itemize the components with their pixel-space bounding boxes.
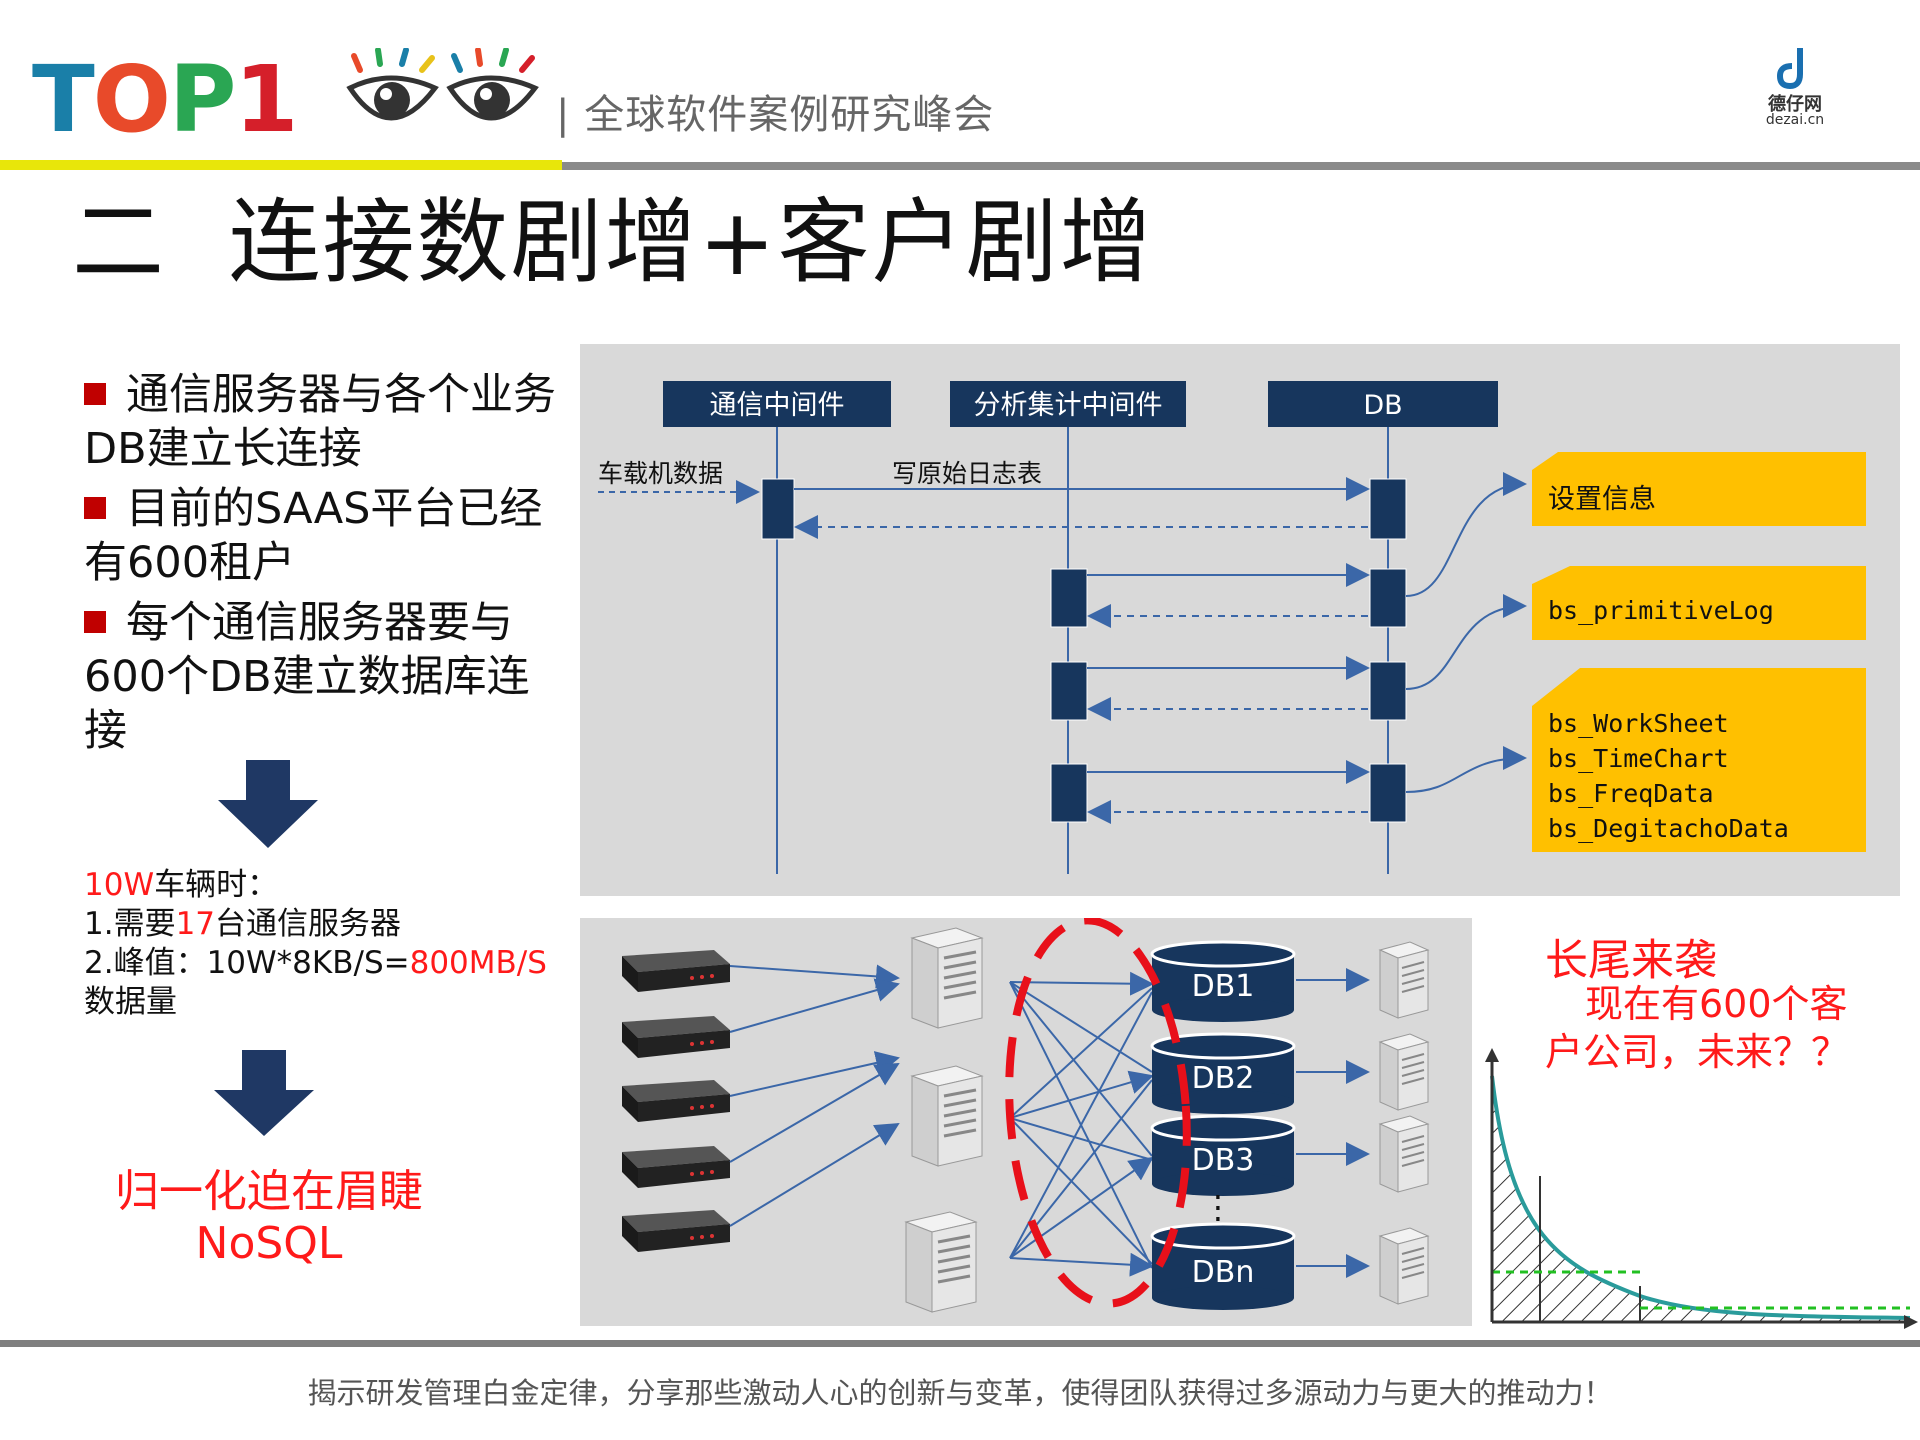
note-setting-info: [1532, 452, 1866, 526]
long-tail-description: 现在有600个客 户公司，未来？？: [1545, 980, 1885, 1076]
stats-peak-suffix: 数据量: [84, 984, 177, 1020]
lane-header-analysis: [950, 381, 1186, 427]
stats-vehicles-value: 10W: [84, 867, 155, 903]
conference-name: | 全球软件案例研究峰会: [556, 92, 995, 138]
app-server-icon: [1379, 1115, 1429, 1193]
note-table-item: bs_FreqData: [1548, 779, 1714, 808]
write-label: 写原始日志表: [892, 459, 1042, 488]
down-arrow-icon: [218, 760, 318, 848]
app-server-icon: [1379, 1033, 1429, 1111]
stats-servers-value: 17: [175, 906, 216, 942]
bullet-item: 每个通信服务器要与600个DB建立数据库连接: [84, 596, 564, 758]
vehicle-terminal-icon: [622, 1016, 730, 1058]
header-divider-accent: [0, 160, 562, 170]
note-primitive-label: bs_primitiveLog: [1548, 596, 1774, 625]
app-server-icon: [1379, 1227, 1429, 1305]
down-arrow-icon: [214, 1050, 314, 1136]
network-diagram: DB1 DB2 DB3 ⋮ DBn: [622, 916, 1429, 1314]
bullet-square-icon: [84, 496, 106, 519]
long-tail-desc-line1: 现在有600个客: [1585, 982, 1848, 1026]
sequence-diagram: 通信中间件 分析集计中间件 DB 车载机数据 写原始日志表: [598, 381, 1866, 874]
bullet-square-icon: [84, 382, 106, 405]
sequence-diagram-panel: 通信中间件 分析集计中间件 DB 车载机数据 写原始日志表: [580, 344, 1900, 896]
network-diagram-panel: DB1 DB2 DB3 ⋮ DBn: [580, 916, 1472, 1326]
input-label: 车载机数据: [598, 459, 723, 488]
vehicle-terminal-icon: [622, 950, 730, 992]
db-cylinder-n: DBn: [1150, 1222, 1296, 1310]
note-table-item: bs_WorkSheet: [1548, 709, 1729, 738]
comm-server-icon: [910, 926, 984, 1030]
conclusion-line1: 归一化迫在眉睫: [115, 1166, 423, 1217]
header-divider: [562, 162, 1920, 170]
stats-vehicles-label: 车辆时：: [154, 867, 279, 903]
stats-servers-suffix: 台通信服务器: [215, 906, 402, 942]
note-table-item: bs_DegitachoData: [1548, 814, 1789, 843]
note-table-item: bs_TimeChart: [1548, 744, 1729, 773]
db-cylinder-1: DB1: [1150, 940, 1296, 1022]
comm-server-icon: [910, 1064, 984, 1168]
conclusion: 归一化迫在眉睫 NoSQL: [84, 1166, 454, 1270]
bullet-text: 目前的SAAS平台已经有600租户: [84, 484, 543, 588]
bullet-text: 每个通信服务器要与600个DB建立数据库连接: [84, 598, 530, 756]
dezai-logo-en: dezai.cn: [1765, 112, 1825, 128]
stats-servers-prefix: 1.需要: [84, 906, 176, 942]
lane-header-comm: [663, 381, 891, 427]
db-label: DB2: [1192, 1061, 1255, 1096]
lane-label-comm: 通信中间件: [710, 390, 845, 421]
db-label: DBn: [1192, 1255, 1255, 1290]
vehicle-terminal-icon: [622, 1080, 730, 1122]
db-cylinder-3: DB3: [1150, 1114, 1296, 1196]
stats-block: 10W车辆时： 1.需要17台通信服务器 2.峰值：10W*8KB/S=800M…: [84, 866, 564, 1022]
db-ellipsis: ⋮: [1202, 1188, 1234, 1226]
note-setting-label: 设置信息: [1548, 484, 1656, 515]
footer-divider: [0, 1340, 1920, 1347]
dezai-logo-cn: 德仔网: [1768, 94, 1822, 115]
footer-slogan: 揭示研发管理白金定律，分享那些激动人心的创新与变革，使得团队获得过多源动力与更大…: [307, 1376, 1613, 1410]
top1-logo: TOP1: [32, 46, 298, 153]
vehicle-terminal-icon: [622, 1146, 730, 1188]
highlight-ellipse: [1005, 916, 1191, 1308]
tail-hatched-area: [1492, 1076, 1910, 1322]
dezai-logo: 德仔网 dezai.cn: [1740, 44, 1850, 134]
vehicle-terminal-icon: [622, 1210, 730, 1252]
note-table-group: [1532, 668, 1866, 852]
stats-peak-value: 800MB/S: [409, 945, 547, 981]
lane-label-analysis: 分析集计中间件: [974, 390, 1163, 421]
stats-peak-prefix: 2.峰值：10W*8KB/S=: [84, 945, 410, 981]
bullet-text: 通信服务器与各个业务DB建立长连接: [84, 370, 556, 474]
app-server-icon: [1379, 941, 1429, 1019]
lane-header-db: [1268, 381, 1498, 427]
dezai-logo-icon: [1776, 48, 1803, 90]
long-tail-desc-line2: 户公司，未来？？: [1545, 1030, 1850, 1074]
slide-title: 二 连接数剧增+客户剧增: [72, 189, 1154, 296]
conclusion-line2: NoSQL: [195, 1218, 343, 1269]
comm-server-icon: [904, 1210, 978, 1314]
db-cylinder-2: DB2: [1150, 1032, 1296, 1114]
db-label: DB3: [1192, 1143, 1255, 1178]
note-primitive-log: [1532, 566, 1866, 640]
long-tail-title: 长尾来袭: [1545, 936, 1717, 986]
db-label: DB1: [1192, 969, 1255, 1004]
bullet-item: 目前的SAAS平台已经有600租户: [84, 482, 564, 590]
bullet-item: 通信服务器与各个业务DB建立长连接: [84, 368, 564, 476]
long-tail-chart: [1485, 1048, 1918, 1329]
bullet-square-icon: [84, 610, 106, 633]
eyes-logo-icon: [346, 48, 539, 121]
lane-label-db: DB: [1363, 390, 1402, 421]
